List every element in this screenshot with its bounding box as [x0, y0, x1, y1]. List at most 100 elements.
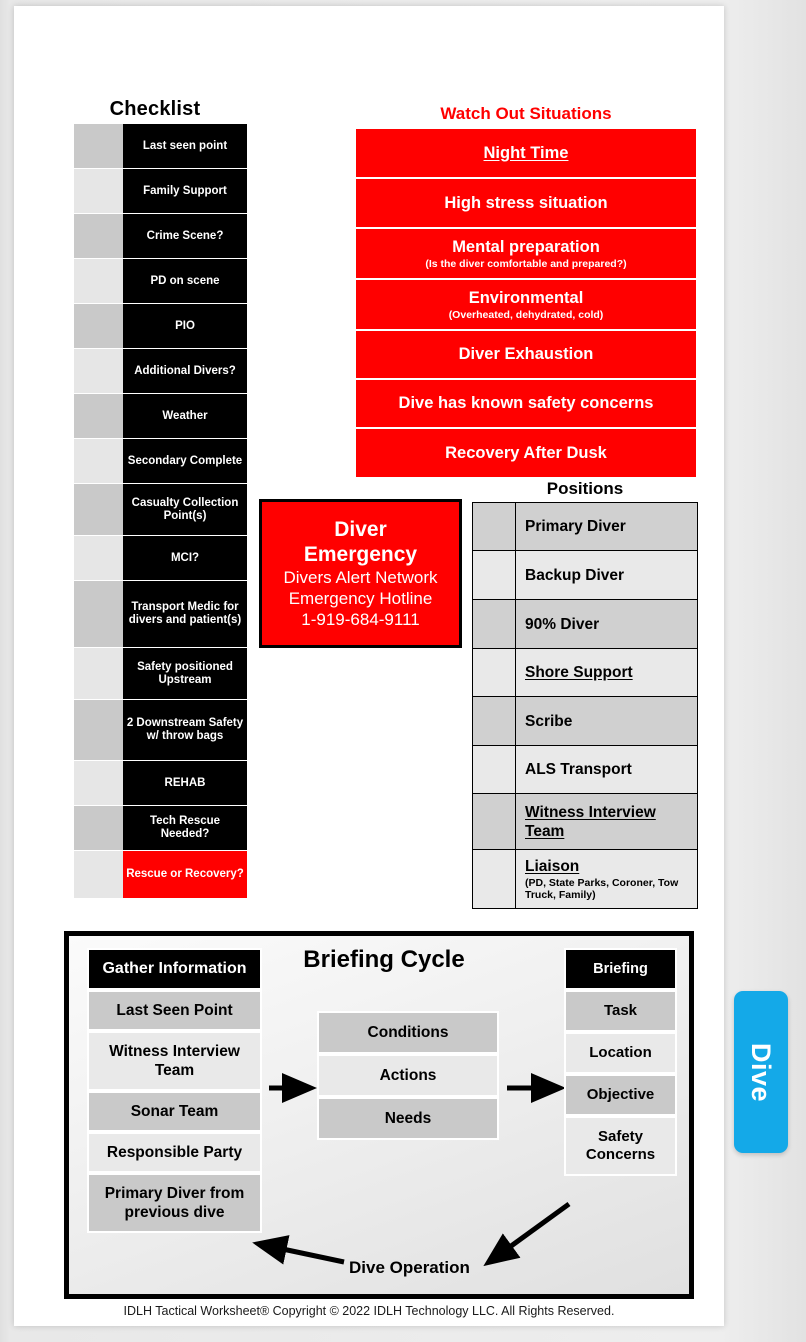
checklist-checkbox[interactable]	[74, 349, 123, 393]
checklist-row[interactable]: PIO	[74, 304, 247, 348]
emergency-title-line2: Emergency	[303, 543, 418, 566]
checklist-item-label: Last seen point	[123, 124, 247, 168]
watch-out-item-label: High stress situation	[444, 193, 608, 212]
checklist-checkbox[interactable]	[74, 700, 123, 760]
positions-label-cell: Primary Diver	[516, 503, 697, 550]
briefing-middle-item[interactable]: Actions	[317, 1054, 499, 1097]
checklist-checkbox[interactable]	[74, 761, 123, 805]
checklist-row[interactable]: Last seen point	[74, 124, 247, 168]
positions-item-label[interactable]: Liaison	[525, 857, 580, 875]
checklist-row[interactable]: Additional Divers?	[74, 349, 247, 393]
positions-checkbox[interactable]	[473, 794, 516, 849]
positions-row[interactable]: ALS Transport	[473, 746, 697, 794]
checklist-row[interactable]: MCI?	[74, 536, 247, 580]
gather-information-item[interactable]: Witness Interview Team	[87, 1031, 262, 1091]
positions-label-cell: Liaison(PD, State Parks, Coroner, Tow Tr…	[516, 850, 697, 908]
checklist-row[interactable]: Safety positioned Upstream	[74, 648, 247, 699]
positions-checkbox[interactable]	[473, 503, 516, 550]
positions-label-cell: ALS Transport	[516, 746, 697, 793]
positions-checkbox[interactable]	[473, 850, 516, 908]
checklist-row[interactable]: Weather	[74, 394, 247, 438]
briefing-middle-item[interactable]: Needs	[317, 1097, 499, 1140]
positions-checkbox[interactable]	[473, 746, 516, 793]
checklist-checkbox[interactable]	[74, 169, 123, 213]
watch-out-item-label: Recovery After Dusk	[445, 443, 607, 462]
checklist-checkbox[interactable]	[74, 851, 123, 898]
positions-row[interactable]: Shore Support	[473, 649, 697, 697]
positions-label-cell: Shore Support	[516, 649, 697, 696]
checklist-item-label: Casualty Collection Point(s)	[123, 484, 247, 535]
checklist-item-label: Rescue or Recovery?	[123, 851, 247, 898]
dive-side-tab[interactable]: Dive	[734, 991, 788, 1153]
checklist-checkbox[interactable]	[74, 214, 123, 258]
diver-emergency-box: Diver Emergency Divers Alert Network Eme…	[259, 499, 462, 648]
checklist-row[interactable]: PD on scene	[74, 259, 247, 303]
checklist-checkbox[interactable]	[74, 304, 123, 348]
watch-out-item-subtext: (Is the diver comfortable and prepared?)	[425, 257, 627, 270]
briefing-item[interactable]: Task	[564, 990, 677, 1032]
watch-out-item[interactable]: Night Time	[356, 129, 696, 179]
checklist-checkbox[interactable]	[74, 536, 123, 580]
positions-checkbox[interactable]	[473, 600, 516, 648]
watch-out-item[interactable]: Environmental(Overheated, dehydrated, co…	[356, 280, 696, 331]
briefing-middle-item[interactable]: Conditions	[317, 1011, 499, 1054]
briefing-item[interactable]: Objective	[564, 1074, 677, 1116]
checklist-row[interactable]: Rescue or Recovery?	[74, 851, 247, 898]
gather-information-item[interactable]: Responsible Party	[87, 1132, 262, 1173]
briefing-item[interactable]: Safety Concerns	[564, 1116, 677, 1176]
checklist-checkbox[interactable]	[74, 439, 123, 483]
watch-out-item-label[interactable]: Night Time	[483, 143, 569, 162]
watch-out-item[interactable]: Dive has known safety concerns	[356, 380, 696, 429]
positions-checkbox[interactable]	[473, 551, 516, 599]
gather-information-item[interactable]: Primary Diver from previous dive	[87, 1173, 262, 1233]
checklist-row[interactable]: REHAB	[74, 761, 247, 805]
checklist-checkbox[interactable]	[74, 394, 123, 438]
positions-item-label: ALS Transport	[525, 761, 632, 778]
watch-out-item[interactable]: Mental preparation(Is the diver comforta…	[356, 229, 696, 280]
briefing-cycle-panel: Briefing Cycle Gather Information Last S…	[64, 931, 694, 1299]
positions-checkbox[interactable]	[473, 649, 516, 696]
positions-item-label[interactable]: Shore Support	[525, 664, 633, 681]
watch-out-item-label: Dive has known safety concerns	[398, 394, 654, 412]
checklist-checkbox[interactable]	[74, 484, 123, 535]
positions-checkbox[interactable]	[473, 697, 516, 745]
watch-out-item[interactable]: Recovery After Dusk	[356, 429, 696, 479]
checklist-row[interactable]: Secondary Complete	[74, 439, 247, 483]
positions-row[interactable]: Primary Diver	[473, 503, 697, 551]
positions-item-subtext: (PD, State Parks, Coroner, Tow Truck, Fa…	[525, 876, 679, 902]
checklist-row[interactable]: Casualty Collection Point(s)	[74, 484, 247, 535]
gather-information-header: Gather Information	[87, 948, 262, 990]
briefing-item[interactable]: Location	[564, 1032, 677, 1074]
checklist-checkbox[interactable]	[74, 124, 123, 168]
checklist-checkbox[interactable]	[74, 648, 123, 699]
checklist-row[interactable]: Transport Medic for divers and patient(s…	[74, 581, 247, 647]
positions-title: Positions	[546, 479, 624, 498]
checklist-row[interactable]: Tech Rescue Needed?	[74, 806, 247, 850]
checklist-row[interactable]: Crime Scene?	[74, 214, 247, 258]
checklist-item-label: Weather	[123, 394, 247, 438]
positions-row[interactable]: Liaison(PD, State Parks, Coroner, Tow Tr…	[473, 850, 697, 908]
checklist-item-label: Family Support	[123, 169, 247, 213]
watch-out-title: Watch Out Situations	[440, 104, 612, 123]
positions-row[interactable]: Backup Diver	[473, 551, 697, 600]
gather-information-item[interactable]: Last Seen Point	[87, 990, 262, 1031]
positions-label-cell: Scribe	[516, 697, 697, 745]
watch-out-item[interactable]: High stress situation	[356, 179, 696, 229]
checklist-item-label: Crime Scene?	[123, 214, 247, 258]
positions-row[interactable]: Witness Interview Team	[473, 794, 697, 850]
checklist-checkbox[interactable]	[74, 581, 123, 647]
emergency-org: Divers Alert Network	[283, 568, 438, 587]
checklist-checkbox[interactable]	[74, 806, 123, 850]
checklist-row[interactable]: Family Support	[74, 169, 247, 213]
positions-item-label[interactable]: Witness Interview Team	[525, 803, 656, 840]
watch-out-item-label: Environmental	[468, 288, 584, 307]
positions-row[interactable]: 90% Diver	[473, 600, 697, 649]
emergency-phone-number[interactable]: 1-919-684-9111	[301, 610, 420, 629]
checklist-row[interactable]: 2 Downstream Safety w/ throw bags	[74, 700, 247, 760]
positions-row[interactable]: Scribe	[473, 697, 697, 746]
checklist-item-label: Safety positioned Upstream	[123, 648, 247, 699]
checklist-checkbox[interactable]	[74, 259, 123, 303]
gather-information-item[interactable]: Sonar Team	[87, 1091, 262, 1132]
watch-out-item[interactable]: Diver Exhaustion	[356, 331, 696, 380]
